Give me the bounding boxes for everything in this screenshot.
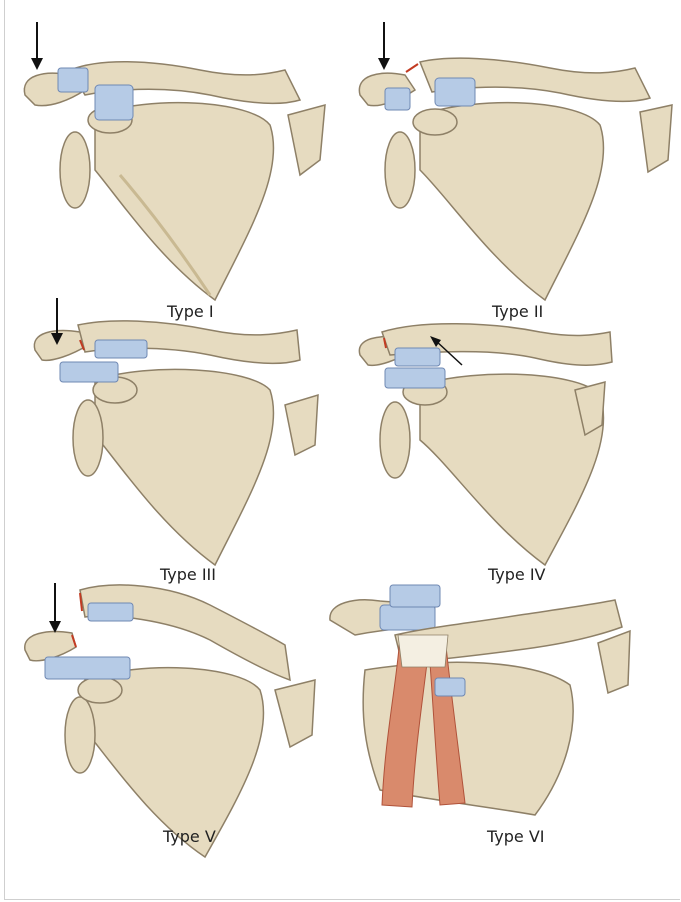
type-3-illustration — [0, 290, 340, 575]
panel-type-2: Type II — [340, 0, 680, 300]
cc-ligament — [95, 85, 133, 120]
cc-ligament-lower-stump — [45, 657, 130, 679]
cc-ligament — [435, 78, 475, 106]
acromion — [25, 632, 76, 661]
coracoid — [78, 677, 122, 703]
panel-type-1: Type I — [0, 0, 340, 300]
torn-cc-ligament-upper — [95, 340, 147, 358]
torn-cc-ligament-lower — [60, 362, 118, 382]
sternum-fragment — [640, 105, 672, 172]
type-4-illustration — [340, 290, 680, 575]
arrow-down — [31, 22, 43, 70]
ac-ligament — [395, 348, 440, 366]
ac-ligament — [385, 88, 410, 110]
caption-type-6: Type VI — [487, 827, 545, 846]
scapula — [95, 103, 274, 300]
panel-type-6: Type VI — [340, 575, 680, 865]
coracoid — [413, 109, 457, 135]
panel-type-5: Type V — [0, 575, 340, 865]
sternum-fragment — [275, 680, 315, 747]
type-1-illustration — [0, 0, 340, 300]
panel-type-4: Type IV — [340, 290, 680, 575]
cc-ligament-upper-stump — [88, 603, 133, 621]
panel-type-3: Type III — [0, 290, 340, 575]
sternum-fragment — [285, 395, 318, 455]
sternum-fragment — [598, 631, 630, 693]
cc-ligament — [380, 605, 435, 630]
sternum-fragment — [288, 105, 325, 175]
type-6-illustration — [340, 575, 680, 865]
glenoid — [385, 132, 415, 208]
glenoid — [380, 402, 410, 478]
coracoid-ligament — [435, 678, 465, 696]
glenoid — [73, 400, 103, 476]
ac-ligament — [58, 68, 88, 92]
glenoid — [60, 132, 90, 208]
type-5-illustration — [0, 575, 340, 865]
tendon — [398, 635, 448, 667]
caption-type-5: Type V — [163, 827, 216, 846]
torn-ac-edge — [406, 64, 418, 72]
glenoid — [65, 697, 95, 773]
ac-ligament — [390, 585, 440, 607]
type-2-illustration — [340, 0, 680, 300]
cc-ligament — [385, 368, 445, 388]
